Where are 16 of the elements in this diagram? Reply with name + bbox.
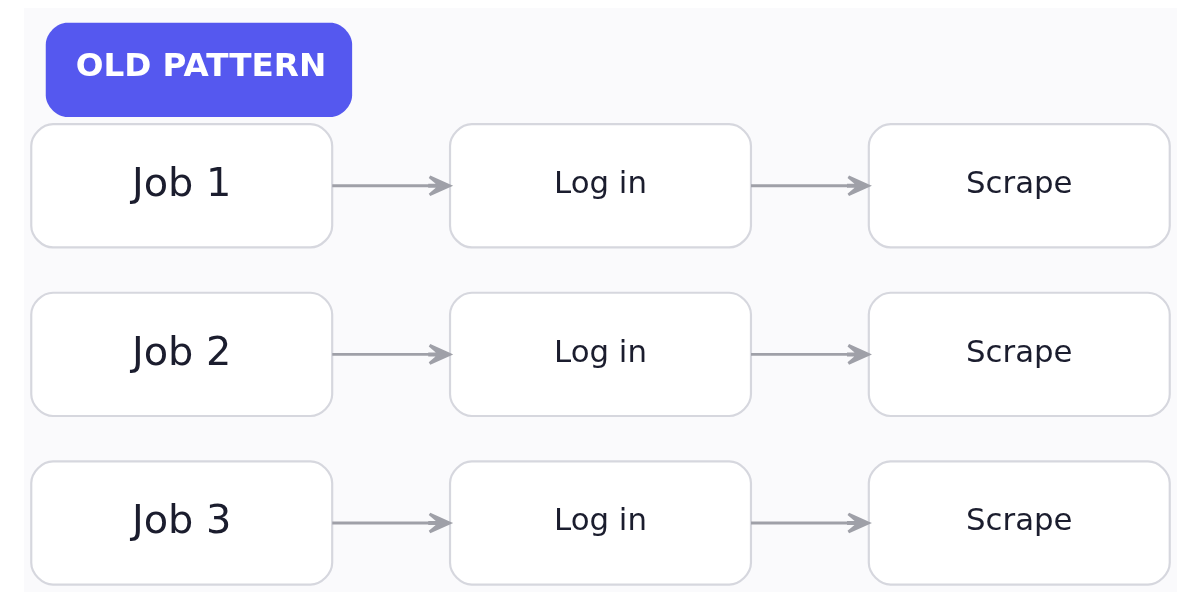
- diagram-title: OLD PATTERN: [75, 45, 326, 84]
- arrow: [750, 512, 870, 534]
- arrow: [331, 175, 451, 197]
- arrow: [331, 343, 451, 365]
- node-box: Job 2: [29, 291, 333, 418]
- arrow: [750, 175, 870, 197]
- node-box: Scrape: [867, 291, 1171, 418]
- node-box: Scrape: [867, 460, 1171, 586]
- node-box: Log in: [448, 460, 752, 586]
- arrow: [750, 343, 870, 365]
- node-box: Scrape: [867, 123, 1171, 249]
- arrow: [331, 512, 451, 534]
- node-box: Log in: [448, 123, 752, 249]
- node-box: Job 1: [29, 123, 333, 249]
- node-box: Log in: [448, 291, 752, 418]
- node-box: Job 3: [29, 460, 333, 586]
